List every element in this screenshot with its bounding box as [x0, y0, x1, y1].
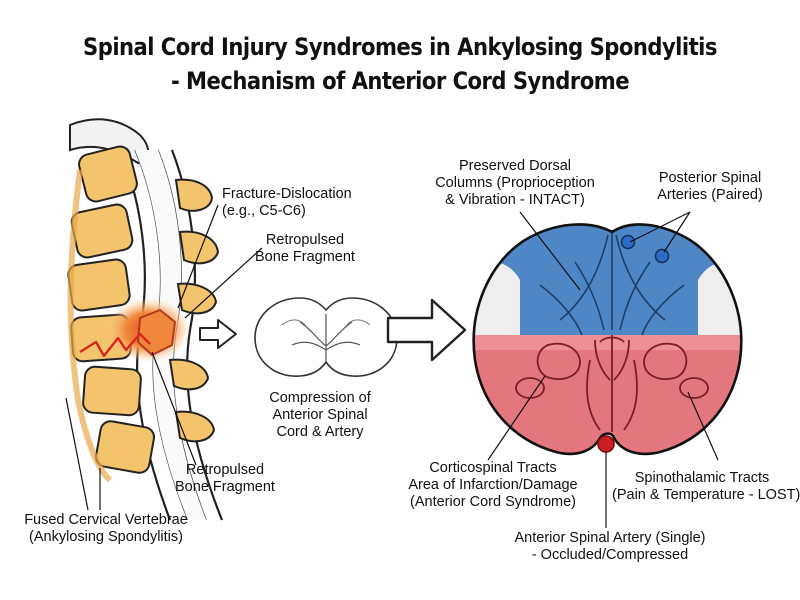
- vertebra-c2: [78, 145, 138, 203]
- large-arrow: [386, 298, 467, 362]
- vertebra-c3: [70, 203, 134, 259]
- label-corticospinal-line-2: Area of Infarction/Damage: [408, 477, 578, 493]
- label-spinothalamic-tracts: Spinothalamic Tracts (Pain & Temperature…: [612, 470, 800, 504]
- label-retropulsed-bottom: Retropulsed Bone Fragment: [170, 462, 280, 496]
- label-spinothalamic-line-1: Spinothalamic Tracts: [634, 470, 770, 486]
- posterior-spinal-artery-right: [654, 248, 670, 264]
- label-compression-line-1: Compression of: [269, 390, 371, 406]
- label-compression-line-2: Anterior Spinal: [272, 407, 368, 423]
- label-fused-line-1: Fused Cervical Vertebrae: [24, 512, 188, 528]
- bone-fragment: [136, 308, 177, 357]
- vertebra-c6: [82, 365, 142, 417]
- label-anterior-artery-line-2: - Occluded/Compressed: [531, 547, 689, 563]
- label-retropulsed-bottom-line-2: Bone Fragment: [175, 479, 275, 495]
- label-posterior-arteries-line-1: Posterior Spinal: [658, 170, 762, 186]
- anterior-spinal-artery: [597, 435, 615, 453]
- label-corticospinal-line-1: Corticospinal Tracts: [429, 460, 557, 476]
- posterior-element-1: [174, 178, 214, 212]
- posterior-element-4: [168, 358, 210, 391]
- label-compression-line-3: Cord & Artery: [276, 424, 364, 440]
- large-cord-cross-section: [472, 211, 743, 528]
- posterior-element-5: [174, 410, 216, 443]
- title-line-1: Spinal Cord Injury Syndromes in Ankylosi…: [83, 33, 717, 61]
- posterior-spinal-artery-left: [620, 234, 636, 250]
- label-dorsal-line-2: Columns (Proprioception: [435, 175, 595, 191]
- label-anterior-spinal-artery: Anterior Spinal Artery (Single) - Occlud…: [500, 530, 720, 564]
- label-anterior-artery-line-1: Anterior Spinal Artery (Single): [514, 530, 706, 546]
- syndesmophyte-bridge: [67, 169, 113, 483]
- label-preserved-dorsal-columns: Preserved Dorsal Columns (Proprioception…: [425, 158, 605, 209]
- label-spinothalamic-line-2: (Pain & Temperature - LOST): [612, 487, 800, 503]
- label-dorsal-line-1: Preserved Dorsal: [458, 158, 571, 174]
- label-corticospinal-tracts: Corticospinal Tracts Area of Infarction/…: [398, 460, 588, 511]
- diagram-title: Spinal Cord Injury Syndromes in Ankylosi…: [48, 30, 752, 98]
- cervical-spine-illustration: [65, 118, 398, 521]
- small-arrow: [199, 319, 237, 349]
- label-corticospinal-line-3: (Anterior Cord Syndrome): [410, 494, 576, 510]
- label-dorsal-line-3: & Vibration - INTACT): [445, 192, 585, 208]
- label-posterior-arteries-line-2: Arteries (Paired): [657, 187, 763, 203]
- label-compression: Compression of Anterior Spinal Cord & Ar…: [255, 390, 385, 441]
- cord-outline: [472, 223, 743, 456]
- label-posterior-spinal-arteries: Posterior Spinal Arteries (Paired): [645, 170, 775, 204]
- label-fracture-line-2: (e.g., C5-C6): [222, 203, 306, 219]
- label-fused-vertebrae: Fused Cervical Vertebrae (Ankylosing Spo…: [18, 512, 194, 546]
- label-fused-line-2: (Ankylosing Spondylitis): [29, 529, 183, 545]
- label-retropulsed-top-line-2: Bone Fragment: [255, 249, 355, 265]
- title-line-2: - Mechanism of Anterior Cord Syndrome: [170, 67, 630, 95]
- label-retropulsed-top-line-1: Retropulsed: [265, 232, 345, 248]
- small-cord-cross-section: [254, 297, 398, 377]
- vertebra-c7: [95, 420, 155, 474]
- label-fracture-dislocation: Fracture-Dislocation (e.g., C5-C6): [222, 186, 352, 220]
- vertebra-c4: [67, 258, 131, 312]
- label-retropulsed-bottom-line-1: Retropulsed: [185, 462, 265, 478]
- label-fracture-line-1: Fracture-Dislocation: [222, 186, 352, 202]
- posterior-element-3: [176, 282, 218, 315]
- posterior-element-2: [178, 230, 220, 265]
- fracture-line: [79, 332, 151, 358]
- label-retropulsed-top: Retropulsed Bone Fragment: [250, 232, 360, 266]
